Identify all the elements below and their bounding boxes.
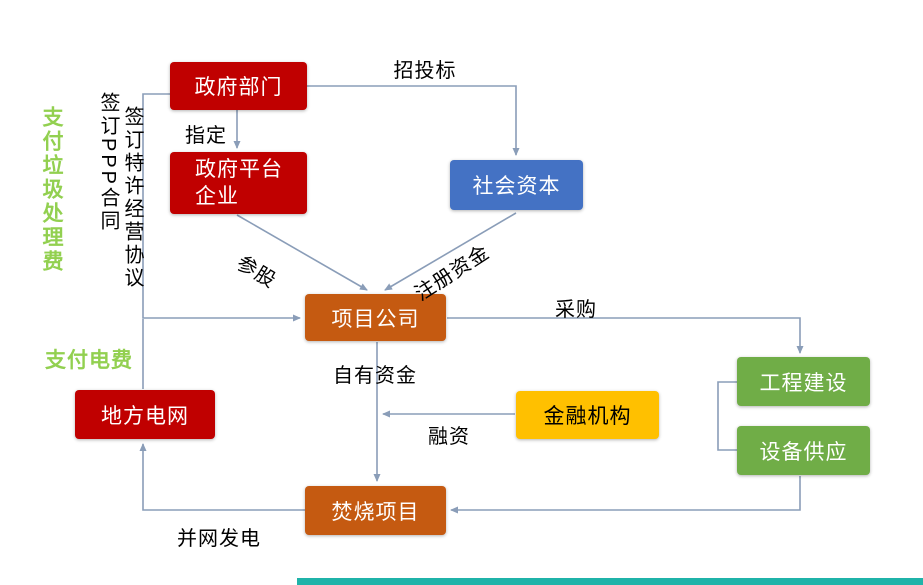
edge-label-grid-power: 并网发电 [177, 528, 261, 550]
node-social-capital: 社会资本 [450, 160, 583, 210]
node-engineering-construction: 工程建设 [737, 357, 870, 406]
node-label: 金融机构 [543, 405, 632, 428]
node-government-platform-enterprise: 政府平台企业 [170, 152, 307, 214]
edge-equipment-to-incineration [450, 476, 801, 514]
edge-label-financing: 融资 [428, 426, 470, 448]
node-label: 政府部门 [194, 76, 283, 99]
edge-procurement [447, 317, 804, 354]
edge-label-procurement: 采购 [555, 299, 597, 321]
edge-construction-bracket [717, 381, 737, 451]
node-government-department: 政府部门 [170, 62, 307, 110]
edge-label-pay-waste-fee: 支付垃圾处理费 [40, 106, 63, 274]
edge-ppp-contract [142, 93, 301, 322]
edge-label-bidding: 招投标 [393, 60, 457, 82]
node-label: 社会资本 [472, 175, 561, 198]
edge-label-sign-ppp-contract: 签订PPP合同 [97, 92, 119, 234]
node-local-power-grid: 地方电网 [75, 390, 215, 439]
edge-grid-power [139, 443, 305, 511]
edge-bidding [307, 85, 520, 156]
bottom-divider-bar [297, 578, 923, 585]
node-label: 政府平台企业 [195, 157, 283, 208]
edge-equity [236, 214, 368, 291]
node-label: 焚烧项目 [331, 500, 420, 524]
edge-label-designate: 指定 [185, 125, 227, 147]
node-label: 项目公司 [331, 307, 420, 331]
node-label: 工程建设 [759, 371, 848, 395]
node-incineration-project: 焚烧项目 [305, 486, 446, 535]
node-label: 设备供应 [759, 440, 848, 464]
edge-label-pay-electricity: 支付电费 [45, 349, 133, 372]
node-project-company: 项目公司 [305, 294, 446, 341]
edge-label-sign-franchise-agreement: 签订特许经营协议 [121, 106, 143, 290]
edge-registered-capital [384, 212, 517, 291]
edge-label-own-funds: 自有资金 [333, 365, 417, 387]
node-equipment-supply: 设备供应 [737, 426, 870, 475]
node-label: 地方电网 [101, 404, 189, 428]
node-financial-institution: 金融机构 [516, 391, 659, 439]
